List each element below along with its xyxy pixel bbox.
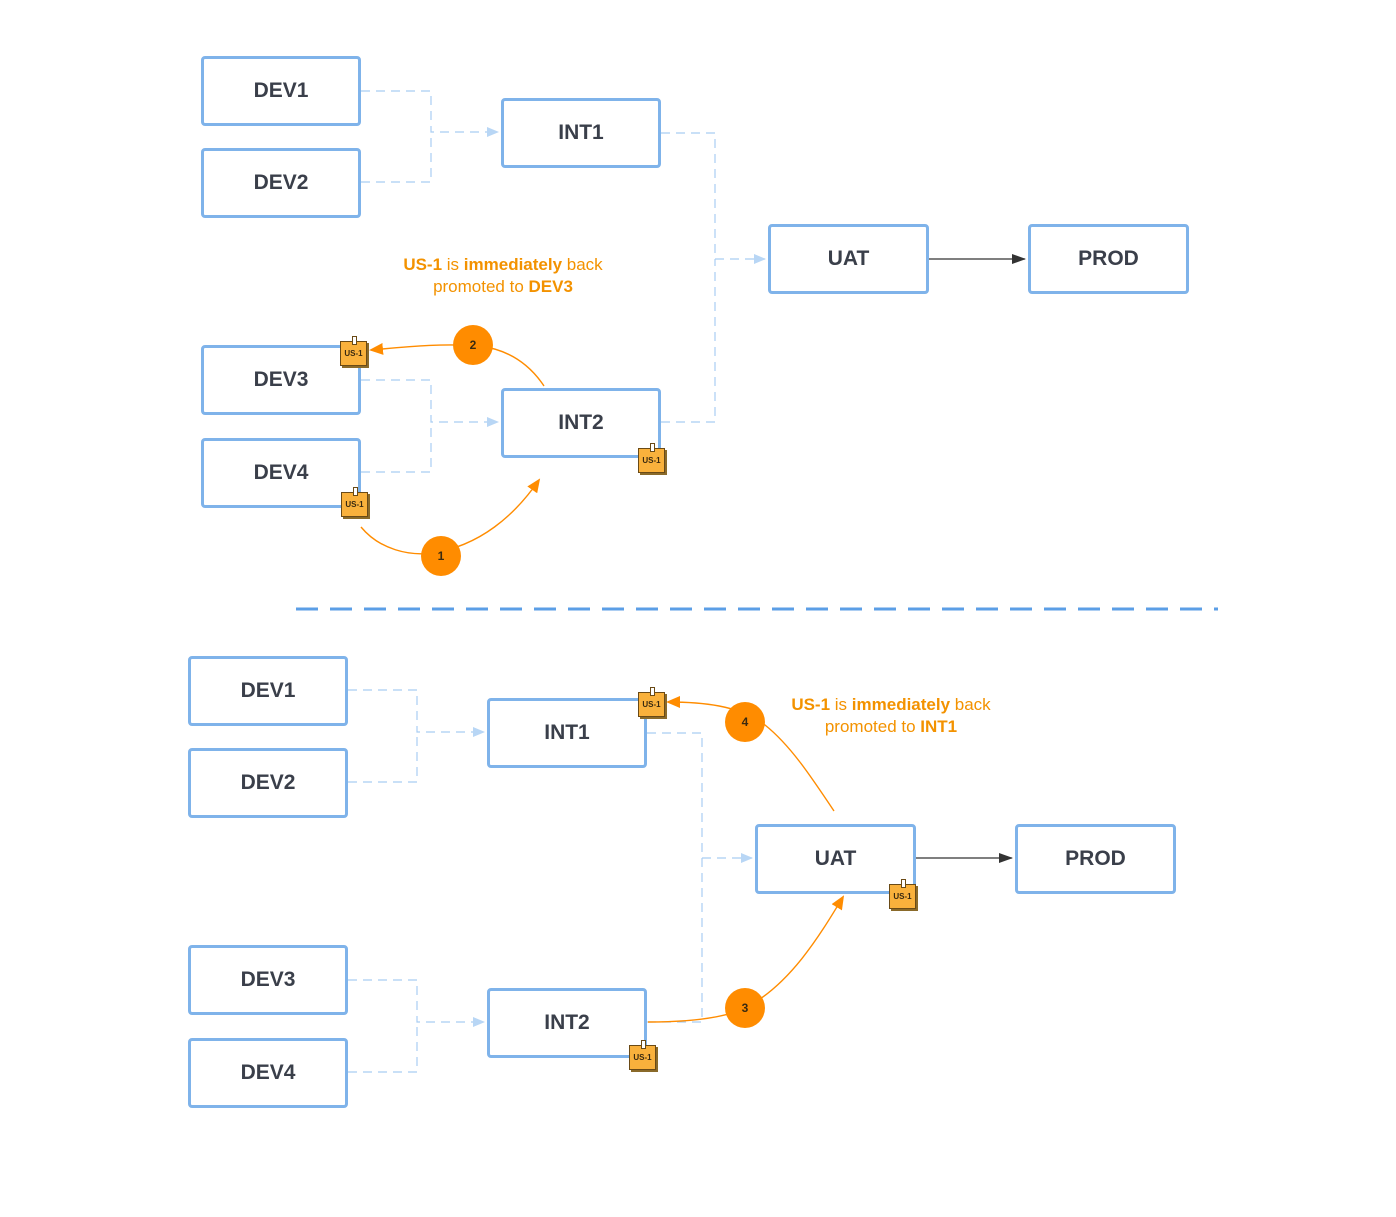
connector-int1-uat-b: [647, 732, 753, 863]
promotion-arrow-4: [666, 696, 835, 812]
env-label: INT2: [558, 411, 604, 434]
env-label: PROD: [1078, 247, 1139, 270]
user-story-note: US-1: [638, 687, 665, 717]
env-label: UAT: [827, 247, 870, 270]
connector-dev3-int2: [361, 379, 499, 427]
connector-dev2-int1: [361, 132, 432, 183]
connector-dev1-int1-b: [348, 689, 485, 737]
env-label: DEV3: [253, 368, 309, 391]
env-uat: UAT: [755, 824, 916, 894]
annotation-caption: US-1 is immediately back promoted to INT…: [791, 695, 991, 736]
step-marker: 3: [725, 988, 765, 1028]
env-dev3: DEV3: [188, 945, 348, 1015]
env-label: DEV1: [240, 679, 296, 702]
env-dev2: DEV2: [188, 748, 348, 818]
step-marker: 4: [725, 702, 765, 742]
env-dev3: DEV3: [201, 345, 361, 415]
env-prod: PROD: [1015, 824, 1176, 894]
env-dev4: DEV4: [201, 438, 361, 508]
env-int1: INT1: [487, 698, 647, 768]
env-int2: INT2: [501, 388, 661, 458]
env-prod: PROD: [1028, 224, 1189, 294]
user-story-note: US-1: [340, 336, 367, 366]
connector-int2-uat-b: [647, 858, 703, 1023]
env-label: DEV3: [240, 968, 296, 991]
user-story-note: US-1: [889, 879, 916, 909]
connector-dev3-int2-b: [348, 979, 485, 1027]
env-label: DEV2: [240, 771, 296, 794]
user-story-note: US-1: [638, 443, 665, 473]
env-label: INT1: [558, 121, 604, 144]
env-int1: INT1: [501, 98, 661, 168]
user-story-note: US-1: [341, 487, 368, 517]
env-label: INT2: [544, 1011, 590, 1034]
env-label: DEV2: [253, 171, 309, 194]
env-label: UAT: [814, 847, 857, 870]
step-marker: 2: [453, 325, 493, 365]
env-dev1: DEV1: [201, 56, 361, 126]
env-uat: UAT: [768, 224, 929, 294]
env-label: DEV4: [253, 461, 309, 484]
connector-int1-uat: [661, 132, 766, 264]
step-marker: 1: [421, 536, 461, 576]
env-label: PROD: [1065, 847, 1126, 870]
annotation-caption: US-1 is immediately back promoted to DEV…: [403, 255, 603, 296]
connector-int2-uat: [661, 259, 716, 423]
connector-dev1-int1: [361, 90, 499, 137]
env-dev1: DEV1: [188, 656, 348, 726]
connector-dev2-int1-b: [348, 732, 418, 783]
env-label: INT1: [544, 721, 590, 744]
env-int2: INT2: [487, 988, 647, 1058]
env-label: DEV1: [253, 79, 309, 102]
connector-dev4-int2: [361, 422, 432, 473]
env-label: DEV4: [240, 1061, 296, 1084]
env-dev2: DEV2: [201, 148, 361, 218]
user-story-note: US-1: [629, 1040, 656, 1070]
connector-dev4-int2-b: [348, 1022, 418, 1073]
env-dev4: DEV4: [188, 1038, 348, 1108]
